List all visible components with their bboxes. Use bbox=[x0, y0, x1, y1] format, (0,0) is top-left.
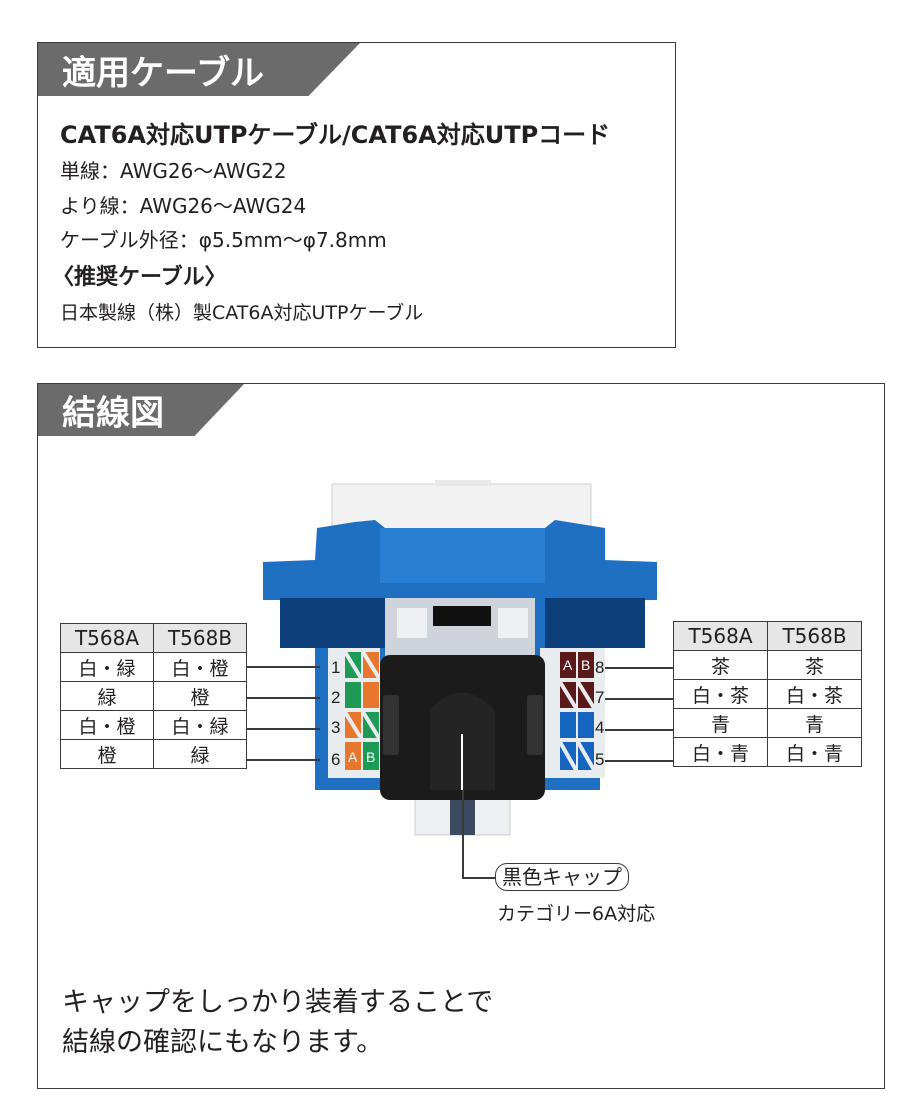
pin-label-2: 2 bbox=[331, 688, 340, 707]
applicable-cable-title: 適用ケーブル bbox=[62, 53, 264, 93]
wiring-diagram-header-band: 結線図 bbox=[38, 384, 244, 436]
cable-diameter-spec: ケーブル外径：φ5.5mm〜φ7.8mm bbox=[60, 228, 387, 252]
leader-line-pin7 bbox=[605, 698, 673, 700]
pin4-t568a: 青 bbox=[673, 708, 768, 738]
table-row: 白・緑 白・橙 bbox=[60, 652, 247, 682]
table-row: 白・橙 白・緑 bbox=[60, 710, 247, 740]
applicable-cable-header-band: 適用ケーブル bbox=[38, 43, 360, 96]
pin-label-4: 4 bbox=[595, 718, 604, 737]
pin-label-1: 1 bbox=[331, 658, 340, 677]
leader-line-pin4 bbox=[605, 729, 673, 731]
pin-label-8: 8 bbox=[595, 658, 604, 677]
left-header-t568b: T568B bbox=[153, 623, 247, 653]
table-row: 茶 茶 bbox=[673, 650, 862, 680]
pin7-t568a: 白・茶 bbox=[673, 679, 768, 709]
pin1-t568b: 白・橙 bbox=[153, 652, 247, 682]
pin-label-6: 6 bbox=[331, 750, 340, 769]
svg-text:B: B bbox=[366, 749, 375, 765]
leader-line-pin3 bbox=[247, 728, 320, 730]
cap-leader-vertical bbox=[462, 790, 464, 878]
svg-text:A: A bbox=[348, 749, 358, 765]
cable-type-heading: CAT6A対応UTPケーブル/CAT6A対応UTPコード bbox=[60, 121, 611, 149]
svg-text:A: A bbox=[563, 657, 573, 673]
applicable-cable-section: 適用ケーブル CAT6A対応UTPケーブル/CAT6A対応UTPコード 単線：A… bbox=[37, 42, 676, 348]
note-line-1: キャップをしっかり装着することで bbox=[62, 987, 494, 1018]
pin5-t568a: 白・青 bbox=[673, 737, 768, 767]
pin-label-7: 7 bbox=[595, 688, 604, 707]
pin6-t568a: 橙 bbox=[60, 739, 154, 769]
pin3-t568b: 白・緑 bbox=[153, 710, 247, 740]
pin-label-3: 3 bbox=[331, 718, 340, 737]
pin5-t568b: 白・青 bbox=[767, 737, 862, 767]
table-row: 緑 橙 bbox=[60, 681, 247, 711]
table-row: 青 青 bbox=[673, 708, 862, 738]
leader-line-pin5 bbox=[605, 760, 673, 762]
table-row: 橙 緑 bbox=[60, 739, 247, 769]
pin7-t568b: 白・茶 bbox=[767, 679, 862, 709]
pin2-t568b: 橙 bbox=[153, 681, 247, 711]
right-wiring-table: T568A T568B 茶 茶 白・茶 白・茶 青 青 白・青 白・青 bbox=[673, 621, 862, 767]
pin6-t568b: 緑 bbox=[153, 739, 247, 769]
svg-text:B: B bbox=[581, 657, 590, 673]
solid-wire-spec: 単線：AWG26〜AWG22 bbox=[60, 159, 287, 183]
pin3-t568a: 白・橙 bbox=[60, 710, 154, 740]
left-header-t568a: T568A bbox=[60, 623, 154, 653]
leader-line-pin8 bbox=[605, 667, 673, 669]
pin-label-5: 5 bbox=[595, 750, 604, 769]
recommended-cable-heading: 〈推奨ケーブル〉 bbox=[52, 265, 227, 290]
leader-line-pin2 bbox=[247, 697, 320, 699]
wiring-diagram-title: 結線図 bbox=[62, 393, 164, 434]
cap-leader-horizontal bbox=[462, 877, 496, 879]
pin8-t568b: 茶 bbox=[767, 650, 862, 680]
left-wiring-table: T568A T568B 白・緑 白・橙 緑 橙 白・橙 白・緑 橙 緑 bbox=[60, 623, 247, 769]
pin2-t568a: 緑 bbox=[60, 681, 154, 711]
table-row: 白・青 白・青 bbox=[673, 737, 862, 767]
stranded-wire-spec: より線：AWG26〜AWG24 bbox=[60, 194, 307, 218]
leader-line-pin1 bbox=[247, 666, 320, 668]
table-row: 白・茶 白・茶 bbox=[673, 679, 862, 709]
leader-line-pin6 bbox=[247, 759, 320, 761]
pin8-t568a: 茶 bbox=[673, 650, 768, 680]
pin1-t568a: 白・緑 bbox=[60, 652, 154, 682]
right-header-t568b: T568B bbox=[767, 621, 862, 651]
note-line-2: 結線の確認にもなります。 bbox=[62, 1027, 384, 1058]
cap-category-text: カテゴリー6A対応 bbox=[497, 903, 656, 925]
right-header-t568a: T568A bbox=[673, 621, 768, 651]
pin4-t568b: 青 bbox=[767, 708, 862, 738]
black-cap-label: 黒色キャップ bbox=[495, 863, 629, 891]
recommended-cable-text: 日本製線（株）製CAT6A対応UTPケーブル bbox=[60, 302, 424, 324]
